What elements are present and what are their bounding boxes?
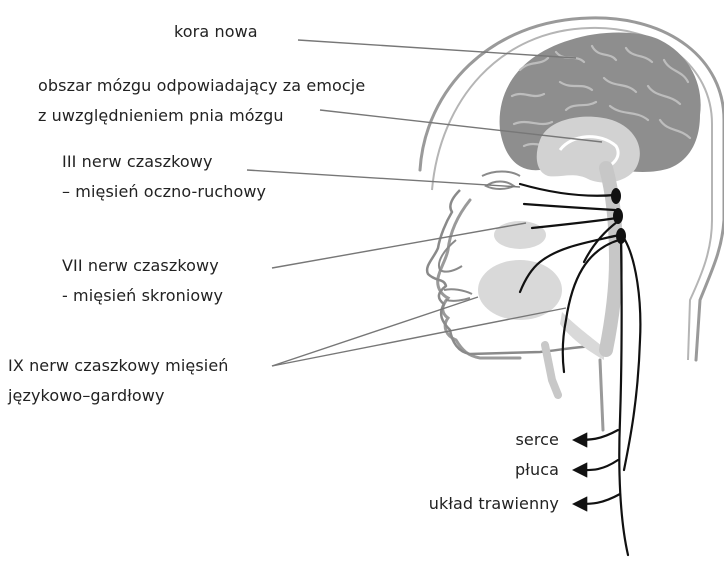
label-nerve3-line2: – mięsień oczno-ruchowy (62, 182, 266, 202)
limbic-region (537, 117, 640, 183)
ganglion-lower (616, 228, 626, 244)
label-digestive: układ trawienny (429, 494, 559, 514)
label-lungs: płuca (515, 460, 559, 480)
label-nerve9-line2: językowo–gardłowy (8, 386, 165, 406)
nerve-vii (532, 218, 617, 228)
label-nerve7-line1: VII nerw czaszkowy (62, 256, 219, 276)
label-emotion-line1: obszar mózgu odpowiadający za emocje (38, 76, 365, 96)
label-nerve3-line1: III nerw czaszkowy (62, 152, 213, 172)
label-nerve7-line2: - mięsień skroniowy (62, 286, 223, 306)
label-neocortex: kora nowa (174, 22, 258, 42)
branch-digestive (575, 494, 620, 504)
nerve-iii (520, 184, 615, 196)
branch-lungs (575, 460, 618, 470)
label-emotion-line2: z uwzględnieniem pnia mózgu (38, 106, 284, 126)
ganglion-middle (613, 208, 623, 224)
nerve-vagus-side (624, 240, 640, 470)
nerve-vagus (619, 240, 628, 555)
ganglion-upper (611, 188, 621, 204)
label-heart: serce (515, 430, 559, 450)
label-nerve9-line1: IX nerw czaszkowy mięsień (8, 356, 229, 376)
nerve-iii-branch (524, 204, 615, 210)
leader-nerve7 (272, 223, 526, 268)
branch-heart (575, 430, 618, 440)
leader-neocortex (298, 40, 576, 58)
leader-nerve3 (247, 170, 520, 187)
